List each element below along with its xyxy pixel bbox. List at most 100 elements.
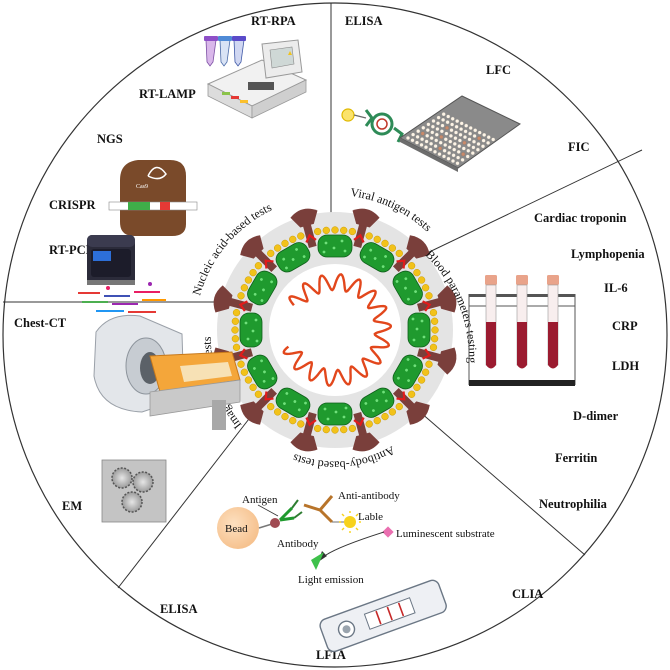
plate-well bbox=[419, 142, 424, 147]
plate-well bbox=[453, 136, 458, 141]
envelope-speck bbox=[270, 280, 273, 284]
label-sun bbox=[344, 516, 356, 528]
envelope-segment bbox=[275, 242, 311, 273]
plate-well bbox=[437, 152, 442, 157]
label-em: EM bbox=[62, 499, 82, 513]
envelope-speck bbox=[407, 379, 410, 382]
membrane-dot bbox=[340, 425, 348, 434]
membrane-dot bbox=[289, 235, 297, 244]
membrane-dot bbox=[322, 425, 330, 434]
envelope-speck bbox=[297, 408, 301, 412]
virus-illustration bbox=[213, 208, 457, 452]
plate-well bbox=[441, 154, 447, 159]
plate-well bbox=[466, 143, 471, 148]
plate-well bbox=[461, 146, 466, 151]
membrane-dot bbox=[421, 284, 430, 292]
plate-well bbox=[456, 149, 461, 154]
membrane-dot bbox=[254, 262, 263, 270]
plate-well bbox=[425, 128, 430, 133]
plate-well bbox=[440, 123, 445, 128]
tube-blood bbox=[486, 322, 496, 365]
blood-tubes-icon bbox=[468, 275, 576, 386]
plate-well bbox=[453, 130, 459, 135]
envelope-block bbox=[247, 270, 278, 306]
membrane-dot bbox=[240, 284, 249, 292]
envelope-speck bbox=[414, 290, 417, 293]
membrane-dot bbox=[430, 335, 439, 343]
plate-well bbox=[450, 116, 455, 121]
plate-well bbox=[435, 126, 440, 132]
membrane-protein-v bbox=[305, 233, 317, 243]
plate-well bbox=[444, 125, 450, 130]
plate-well bbox=[446, 156, 451, 161]
plate-well bbox=[477, 136, 482, 141]
label-crispr: CRISPR bbox=[49, 198, 97, 212]
plate-well bbox=[455, 119, 460, 124]
plate-well bbox=[476, 141, 481, 147]
envelope-speck bbox=[253, 367, 256, 370]
label-crp: CRP bbox=[612, 319, 638, 333]
envelope-speck bbox=[369, 248, 373, 252]
envelope-speck bbox=[291, 258, 295, 261]
envelope-speck bbox=[262, 288, 265, 292]
plate-well bbox=[445, 120, 450, 125]
envelope-speck bbox=[260, 359, 263, 363]
envelope-block bbox=[392, 270, 423, 306]
envelope-block bbox=[247, 354, 278, 390]
plate-well bbox=[405, 135, 411, 141]
plate-well bbox=[486, 140, 491, 145]
membrane-dot bbox=[231, 335, 240, 343]
label-lfia: LFIA bbox=[316, 648, 346, 662]
envelope-segment bbox=[407, 312, 431, 348]
lable-label: Lable bbox=[358, 511, 383, 523]
plate-well bbox=[457, 144, 462, 149]
blood-tube bbox=[516, 275, 528, 369]
crispr-cas-icon: Cas9 bbox=[108, 160, 198, 236]
plate-well bbox=[410, 138, 415, 143]
membrane-dot bbox=[348, 424, 357, 433]
label-antigen-elisa: ELISA bbox=[345, 14, 383, 28]
plate-well bbox=[452, 141, 457, 146]
envelope-block bbox=[275, 387, 311, 418]
membrane-dot bbox=[340, 226, 348, 235]
membrane-dot bbox=[381, 412, 389, 421]
membrane-protein-v bbox=[238, 300, 248, 312]
plate-well bbox=[434, 132, 439, 137]
plate-well bbox=[433, 144, 438, 149]
plate-well bbox=[411, 132, 416, 137]
ct-scanner-icon bbox=[93, 314, 241, 430]
plate-well bbox=[456, 155, 461, 160]
plate-well bbox=[475, 147, 480, 152]
membrane-protein bbox=[396, 391, 406, 401]
membrane-dot bbox=[365, 232, 373, 240]
envelope-speck bbox=[293, 400, 297, 403]
tube-blood bbox=[548, 322, 558, 365]
plate-well bbox=[448, 133, 453, 138]
envelope-speck bbox=[363, 255, 366, 259]
plate-well bbox=[414, 140, 420, 145]
membrane-protein-v bbox=[305, 417, 317, 427]
spike-head bbox=[352, 432, 380, 452]
plate-well bbox=[439, 134, 444, 140]
label-ldh: LDH bbox=[612, 359, 639, 373]
label-fic: FIC bbox=[568, 140, 590, 154]
envelope-speck bbox=[322, 250, 326, 254]
membrane-protein-v bbox=[396, 391, 406, 401]
membrane-dot bbox=[267, 402, 275, 411]
membrane-dot bbox=[395, 402, 403, 411]
well-plate-icon bbox=[399, 95, 521, 172]
membrane-dot bbox=[407, 390, 416, 398]
membrane-dot bbox=[417, 276, 426, 284]
membrane-dot bbox=[313, 424, 322, 433]
tube-cap bbox=[547, 275, 559, 285]
label-clia: CLIA bbox=[512, 587, 543, 601]
plate-well bbox=[471, 145, 476, 150]
bead bbox=[217, 507, 259, 549]
plate-well bbox=[477, 130, 482, 135]
plate-well bbox=[466, 148, 471, 153]
plate-well bbox=[425, 133, 430, 138]
membrane-protein bbox=[353, 417, 365, 427]
envelope-block bbox=[239, 312, 263, 348]
plate-well bbox=[416, 129, 421, 134]
spike-head bbox=[290, 432, 318, 452]
